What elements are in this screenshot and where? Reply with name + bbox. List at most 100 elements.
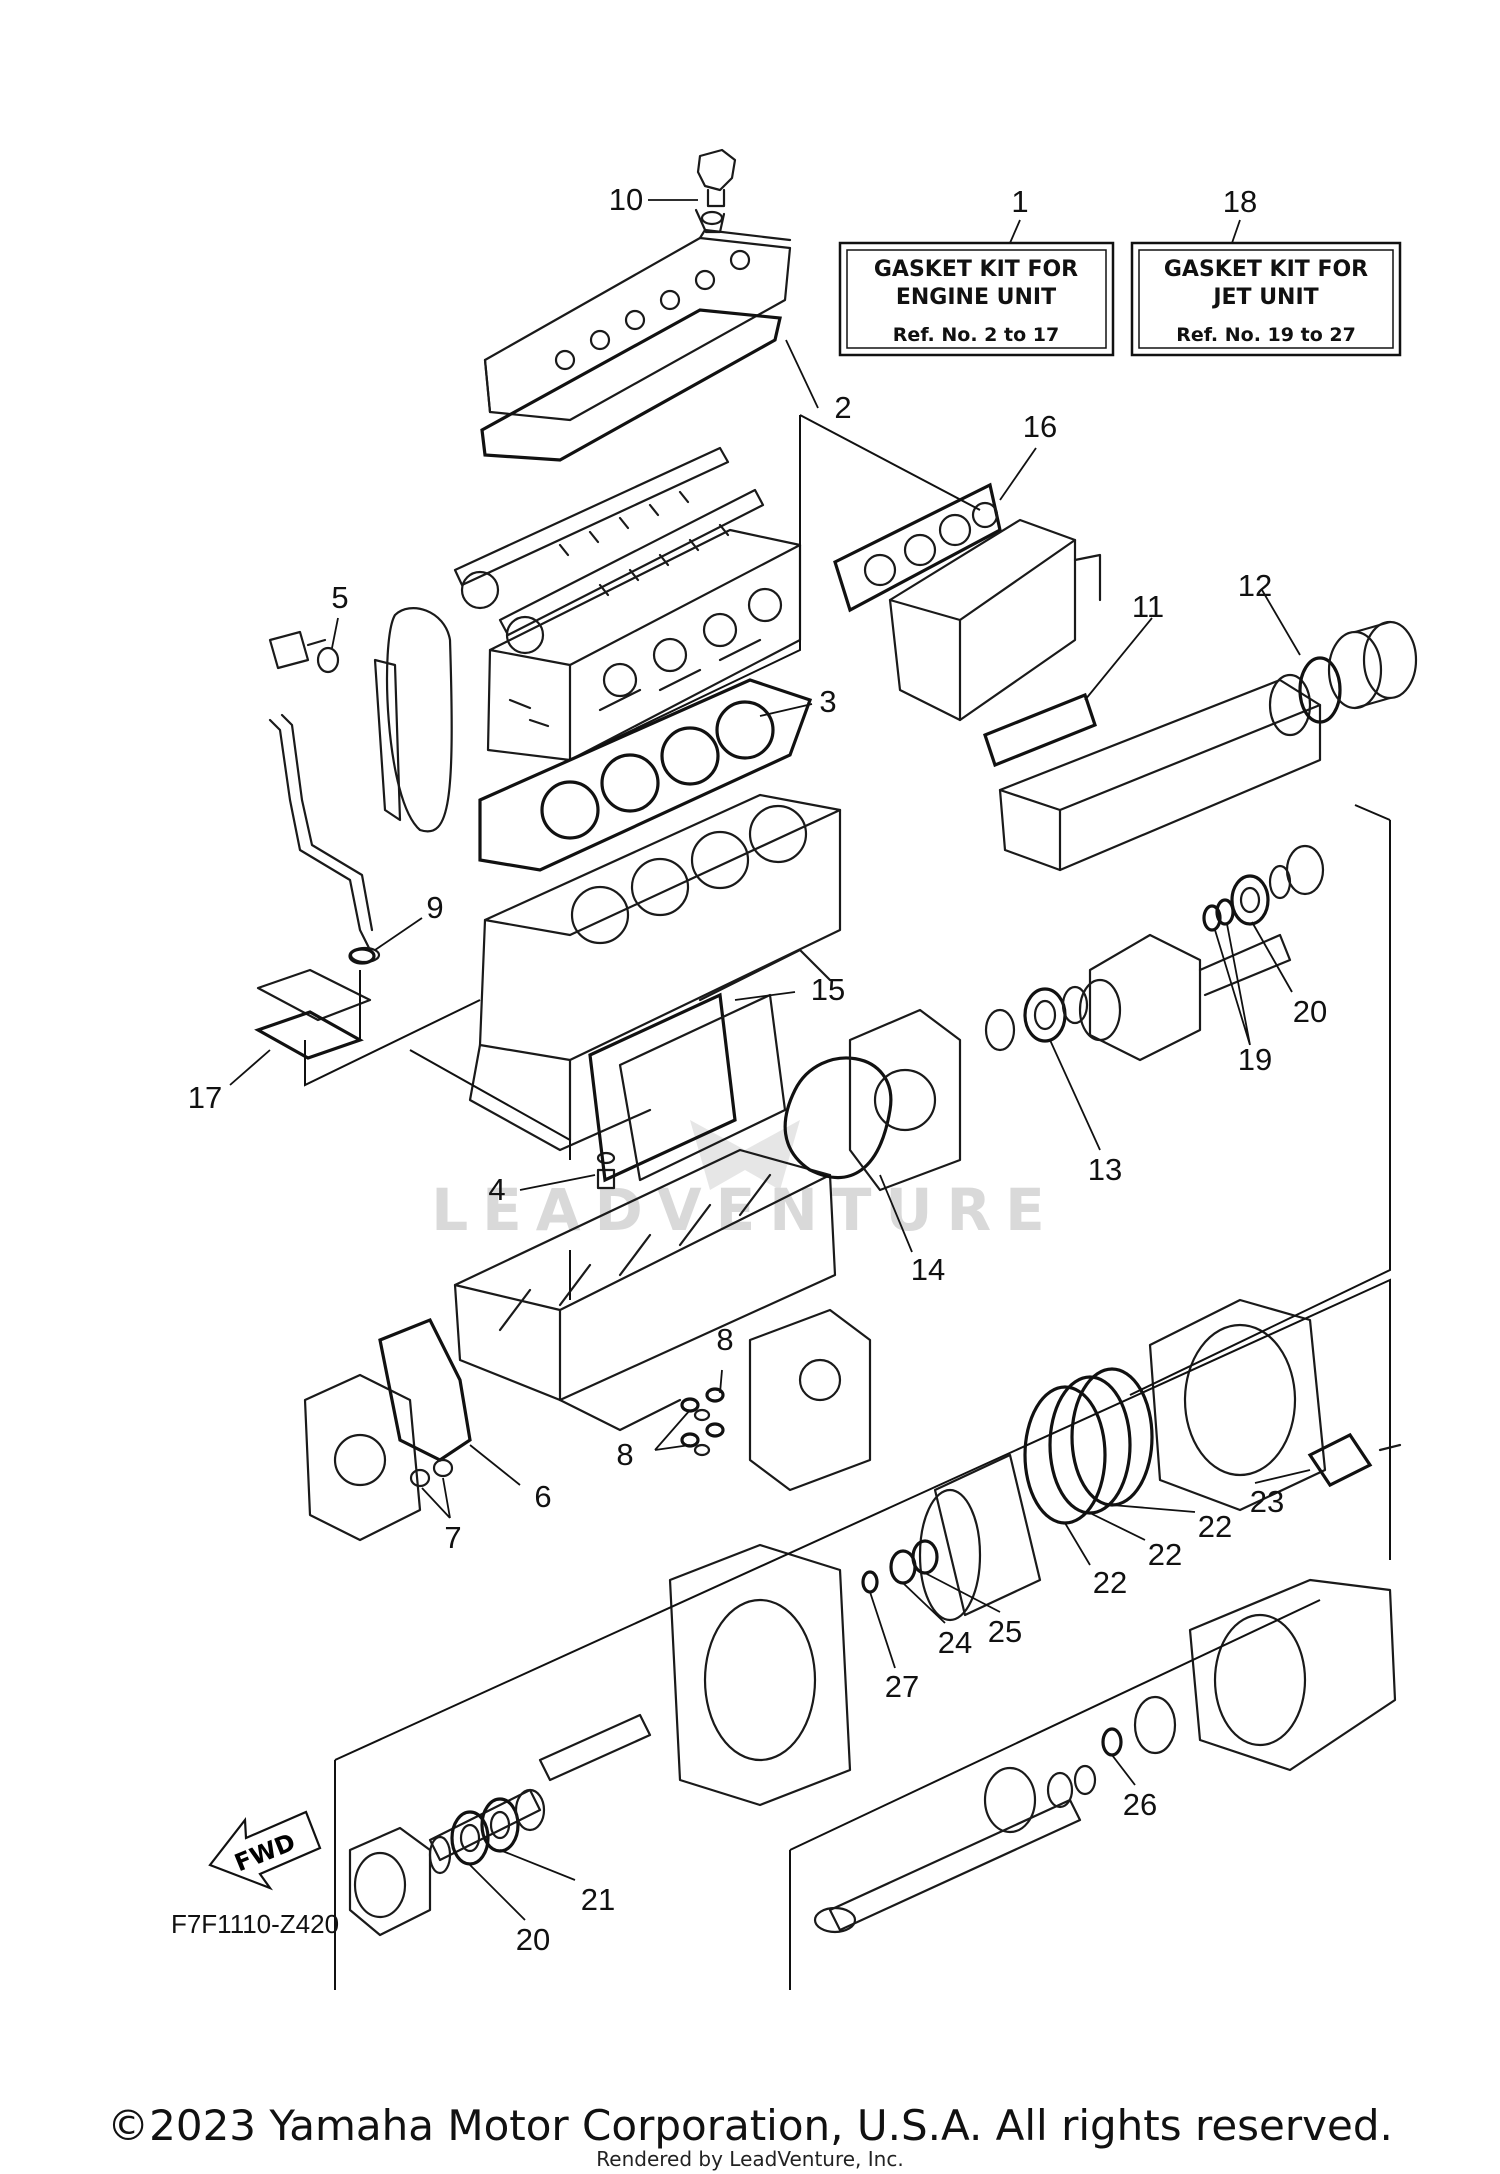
snap-ring-lower bbox=[428, 1835, 452, 1875]
callout-17: 17 bbox=[188, 1080, 222, 1115]
o-ring-9 bbox=[348, 947, 376, 965]
camshafts bbox=[453, 446, 765, 655]
intake-housing bbox=[668, 1543, 852, 1807]
oil-seal-20-upper bbox=[1230, 874, 1270, 926]
callout-4: 4 bbox=[488, 1172, 505, 1207]
leader-lines bbox=[229, 199, 1311, 1921]
o-ring-27 bbox=[861, 1570, 879, 1594]
drive-coupling bbox=[1078, 933, 1292, 1062]
callout-26: 26 bbox=[1123, 1787, 1157, 1822]
diagram-code: F7F1110-Z420 bbox=[171, 1909, 339, 1939]
assembly-frames bbox=[304, 414, 1391, 1990]
callout-22a: 22 bbox=[1198, 1509, 1232, 1544]
o-rings-8 bbox=[680, 1387, 725, 1457]
impeller-shaft bbox=[813, 1764, 1097, 1934]
callout-numbers: 10 1 18 2 16 5 3 11 12 9 15 20 19 17 13 … bbox=[188, 182, 1327, 1957]
kit-engine-refs: Ref. No. 2 to 17 bbox=[893, 324, 1059, 346]
water-lock-joint bbox=[1327, 620, 1418, 710]
callout-23: 23 bbox=[1250, 1484, 1284, 1519]
callout-15: 15 bbox=[811, 972, 845, 1007]
oil-seal-13 bbox=[1023, 987, 1067, 1043]
fwd-arrow-icon: FWD bbox=[208, 1810, 322, 1891]
kit-engine-title-line1: GASKET KIT FOR bbox=[874, 257, 1078, 282]
callout-18: 18 bbox=[1223, 184, 1257, 219]
crankcase bbox=[453, 1148, 837, 1432]
cylinder-block bbox=[468, 793, 842, 1152]
kit-box-engine: GASKET KIT FOR ENGINE UNIT Ref. No. 2 to… bbox=[838, 241, 1115, 357]
jet-pump-housing bbox=[1148, 1298, 1327, 1512]
exhaust-gasket-12 bbox=[1298, 656, 1342, 724]
kit-box-jet: GASKET KIT FOR JET UNIT Ref. No. 19 to 2… bbox=[1130, 241, 1402, 357]
cover-plate-gasket bbox=[254, 968, 372, 1060]
bearing-lower bbox=[514, 1788, 546, 1832]
callout-14: 14 bbox=[911, 1252, 945, 1287]
output-housing bbox=[848, 1008, 962, 1192]
bearing-upper bbox=[1285, 844, 1325, 896]
starter-cover bbox=[748, 1308, 872, 1492]
callout-6: 6 bbox=[534, 1479, 551, 1514]
callout-5: 5 bbox=[331, 580, 348, 615]
callout-13: 13 bbox=[1088, 1152, 1122, 1187]
cylinder-head-cover bbox=[483, 208, 792, 422]
output-housing-gasket bbox=[783, 1056, 893, 1180]
watermark: LEADVENTURE bbox=[431, 1120, 1045, 1244]
oil-pump bbox=[303, 1373, 422, 1542]
callout-25: 25 bbox=[988, 1614, 1022, 1649]
impeller-liner bbox=[918, 1453, 1042, 1622]
oil-seal-25 bbox=[911, 1539, 939, 1575]
callout-22b: 22 bbox=[1148, 1537, 1182, 1572]
rendered-by-text: Rendered by LeadVenture, Inc. bbox=[596, 2147, 903, 2171]
callout-21: 21 bbox=[581, 1882, 615, 1917]
snap-ring-upper bbox=[1268, 864, 1292, 900]
jet-nozzle bbox=[1188, 1578, 1397, 1772]
callout-3: 3 bbox=[819, 684, 836, 719]
dowel-pin bbox=[596, 1151, 616, 1190]
callout-10: 10 bbox=[609, 182, 643, 217]
chain-tensioner bbox=[268, 630, 340, 674]
timing-chain bbox=[373, 607, 453, 833]
callout-7: 7 bbox=[444, 1520, 461, 1555]
bearing-housing bbox=[348, 1826, 432, 1937]
drive-shaft bbox=[428, 1713, 652, 1862]
oil-pump-gasket bbox=[378, 1317, 472, 1462]
oil-filler-cap bbox=[696, 148, 737, 226]
kit-engine-title-line2: ENGINE UNIT bbox=[896, 285, 1056, 310]
side-cover-gasket bbox=[588, 992, 737, 1183]
ring-22a bbox=[1023, 1385, 1107, 1525]
exhaust-manifold-gasket bbox=[833, 482, 1002, 613]
exhaust-manifold bbox=[888, 518, 1102, 722]
kit-jet-refs: Ref. No. 19 to 27 bbox=[1176, 324, 1356, 346]
callout-2: 2 bbox=[834, 390, 851, 425]
oil-seal-20-lower bbox=[450, 1810, 490, 1866]
oil-seal-21 bbox=[480, 1797, 520, 1853]
cap-26 bbox=[1133, 1695, 1177, 1755]
side-cover bbox=[618, 993, 787, 1182]
cylinder-head-gasket bbox=[478, 678, 813, 872]
exhaust-pipe-gasket bbox=[983, 692, 1097, 768]
callout-1: 1 bbox=[1011, 184, 1028, 219]
callout-20-lower: 20 bbox=[516, 1922, 550, 1957]
snap-ring-bearing bbox=[984, 985, 1089, 1052]
kit-jet-title-line1: GASKET KIT FOR bbox=[1164, 257, 1368, 282]
callout-22c: 22 bbox=[1093, 1565, 1127, 1600]
collars-7 bbox=[409, 1458, 454, 1488]
o-ring-26 bbox=[1101, 1727, 1123, 1757]
copyright-text: ©2023 Yamaha Motor Corporation, U.S.A. A… bbox=[107, 2101, 1393, 2150]
exhaust-pipe bbox=[998, 673, 1322, 872]
callout-24: 24 bbox=[938, 1625, 972, 1660]
head-cover-gasket bbox=[480, 308, 782, 462]
callout-9: 9 bbox=[426, 890, 443, 925]
oil-seal-24 bbox=[889, 1549, 917, 1585]
callout-8-lower: 8 bbox=[616, 1437, 633, 1472]
callout-8-upper: 8 bbox=[716, 1322, 733, 1357]
callout-27: 27 bbox=[885, 1669, 919, 1704]
callout-11: 11 bbox=[1132, 589, 1164, 624]
callout-12: 12 bbox=[1238, 568, 1272, 603]
kit-jet-title-line2: JET UNIT bbox=[1211, 285, 1318, 310]
callout-16: 16 bbox=[1023, 409, 1057, 444]
oil-pipe bbox=[268, 713, 381, 964]
callout-19: 19 bbox=[1238, 1042, 1272, 1077]
o-ring-19a bbox=[1202, 904, 1222, 932]
callout-20-upper: 20 bbox=[1293, 994, 1327, 1029]
